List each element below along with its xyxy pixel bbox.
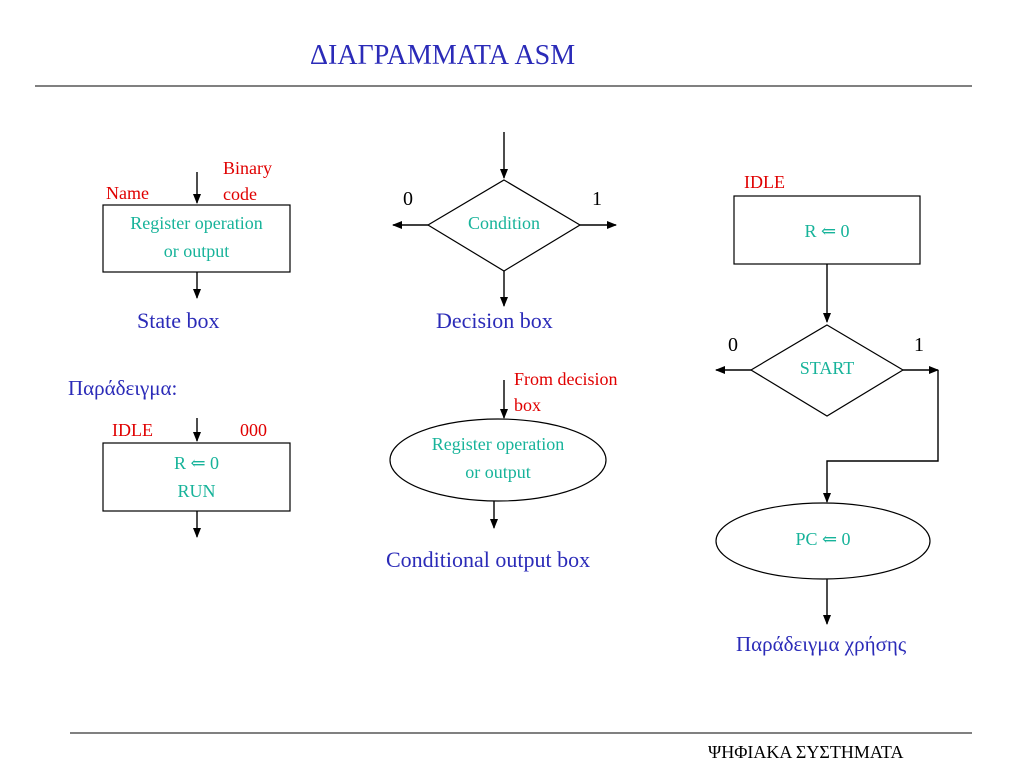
binary-code-label-2: code	[223, 184, 257, 204]
example-heading: Παράδειγμα:	[68, 376, 178, 400]
example-state-rect	[102, 442, 291, 512]
example-state-code: 000	[240, 420, 267, 440]
state-name-label: Name	[106, 183, 149, 203]
binary-code-label-1: Binary	[223, 158, 272, 178]
usage-state-name: IDLE	[744, 172, 785, 192]
conditional-content-2: or output	[465, 462, 531, 482]
usage-connector-line	[823, 370, 939, 503]
footer-text: ΨΗΦΙΑΚΑ ΣΥΣΤΗΜΑΤΑ	[708, 742, 904, 762]
from-decision-label-2: box	[514, 395, 541, 415]
usage-conditional-content: PC ⇐ 0	[795, 529, 851, 549]
conditional-box-caption: Conditional output box	[386, 547, 591, 572]
usage-conditional-ellipse	[715, 502, 931, 580]
conditional-ellipse	[389, 418, 607, 502]
usage-state-content: R ⇐ 0	[804, 221, 850, 241]
usage-decision-content: START	[799, 358, 855, 378]
example-content-1: R ⇐ 0	[173, 453, 220, 473]
usage-state-rect	[733, 195, 921, 265]
example-content-2: RUN	[177, 481, 216, 501]
usage-decision-right-label: 1	[914, 334, 924, 356]
usage-caption: Παράδειγμα χρήσης	[736, 632, 907, 656]
state-box-content-2: or output	[163, 241, 230, 261]
usage-decision-left-label: 0	[728, 334, 738, 356]
decision-left-label: 0	[403, 188, 413, 210]
decision-right-label: 1	[592, 188, 602, 210]
conditional-content-1: Register operation	[431, 434, 565, 454]
state-box-caption: State box	[137, 308, 220, 333]
from-decision-label-1: From decision	[514, 369, 618, 389]
decision-box-caption: Decision box	[436, 308, 553, 333]
decision-content: Condition	[467, 213, 540, 233]
page-title: ΔΙΑΓΡΑΜΜΑΤΑ ASM	[310, 40, 576, 71]
state-box-content-1: Register operation	[130, 213, 263, 233]
example-state-name: IDLE	[112, 420, 153, 440]
usage-decision-diamond	[749, 324, 905, 417]
